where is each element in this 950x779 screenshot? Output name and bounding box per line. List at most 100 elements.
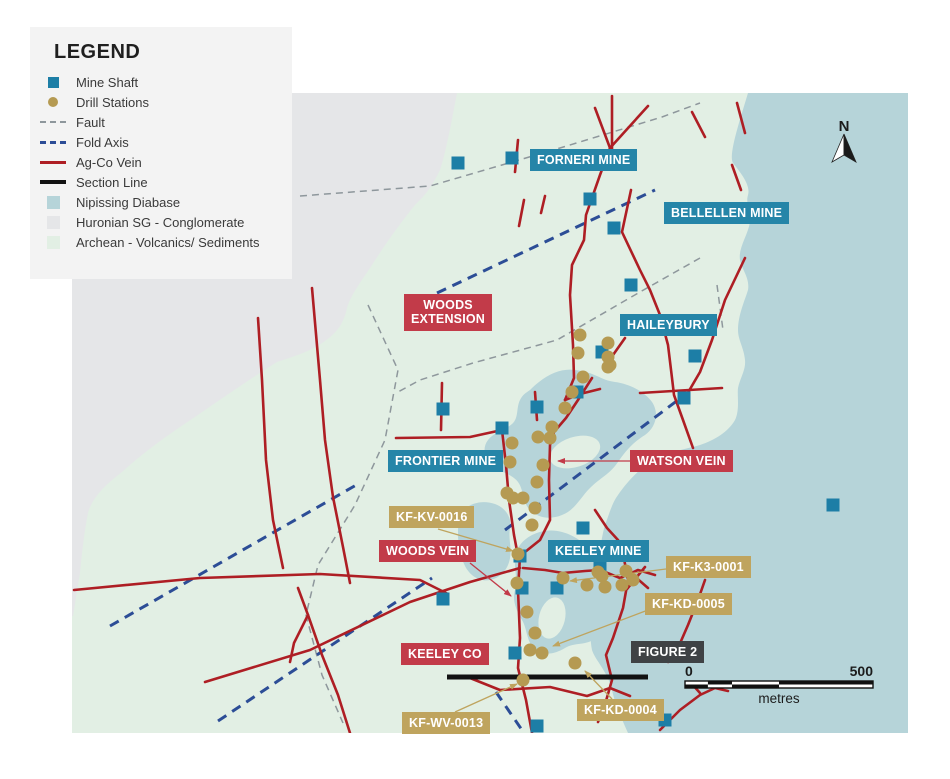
leader-arrow [454, 683, 518, 713]
map-label-watson-vein: WATSON VEIN [630, 450, 733, 473]
legend-swatch-patch-icon [46, 215, 60, 229]
drill-station-marker [523, 643, 537, 657]
drill-station-marker [615, 578, 629, 592]
scale-bar-cell [732, 681, 779, 685]
drill-station-marker [506, 491, 520, 505]
drill-station-marker [511, 547, 525, 561]
fold-axis-line [217, 576, 433, 723]
legend-item-label: Nipissing Diabase [76, 194, 181, 210]
drill-station-marker [576, 370, 590, 384]
legend-item-label: Archean - Volcanics/ Sediments [76, 234, 260, 250]
scale-bar-cell [685, 684, 708, 688]
scale-bar-cell [707, 684, 732, 688]
vein-line [563, 146, 612, 402]
fold-axis-line [436, 188, 656, 295]
drill-station-marker [598, 580, 612, 594]
map-label-text: KF-KD-0005 [652, 597, 725, 611]
mine-shaft-marker [495, 421, 509, 435]
map-label-woods-vein: WOODS VEIN [379, 540, 477, 563]
north-arrow: N [831, 118, 857, 163]
legend-swatch-circle-icon [48, 97, 58, 107]
mine-shaft-marker [451, 156, 465, 170]
drill-station-marker [516, 673, 530, 687]
leader-arrow [552, 609, 649, 647]
vein-line [539, 194, 547, 215]
map-label-kf-kd-0005: KF-KD-0005 [645, 593, 732, 616]
scale-bar-cell [707, 681, 732, 685]
mine-shaft-marker [607, 221, 621, 235]
drill-station-marker [619, 564, 633, 578]
vein-line [690, 110, 707, 139]
vein-line [638, 386, 724, 395]
map-label-text: KF-KD-0004 [584, 703, 657, 717]
mine-shaft-marker [624, 278, 638, 292]
vein-line [468, 676, 632, 698]
drill-station-marker [571, 346, 585, 360]
map-label-text: FORNERI MINE [537, 153, 631, 167]
map-label-text: KF-WV-0013 [409, 716, 484, 730]
scale-bar-outline [684, 680, 874, 689]
drill-station-marker [528, 501, 542, 515]
drill-station-marker [505, 436, 519, 450]
vein-line [296, 586, 352, 733]
drill-station-marker [580, 578, 594, 592]
map-label-forneri-mine: FORNERI MINE [530, 149, 638, 172]
drill-station-marker [503, 455, 517, 469]
map-label-text: KF-K3-0001 [673, 560, 744, 574]
legend-swatch-patch-icon [46, 195, 60, 209]
drill-station-marker [558, 401, 572, 415]
drill-station-marker [530, 475, 544, 489]
vein-line [517, 198, 526, 228]
map-label-text: HAILEYBURY [627, 318, 710, 332]
fault-lines [299, 102, 724, 724]
vein-line [735, 101, 747, 135]
fold-axis-line [494, 691, 526, 733]
legend-item-mine-shaft: Mine Shaft [30, 72, 292, 92]
drill-station-marker [528, 626, 542, 640]
fault-line [397, 257, 701, 393]
legend-swatch-dash-icon [40, 140, 66, 144]
fault-line [305, 304, 399, 724]
map-label-text: KF-KV-0016 [396, 510, 468, 524]
scale-bar: 0 500 metres [684, 663, 874, 706]
drill-station-marker [535, 646, 549, 660]
map-label-frontier-mine: FRONTIER MINE [388, 450, 504, 473]
drill-station-marker [543, 431, 557, 445]
vein-line [684, 256, 747, 398]
mine-shaft-marker [436, 402, 450, 416]
vein-line [72, 572, 450, 596]
scale-bar-cell [732, 684, 779, 688]
legend-swatch-square-icon [47, 76, 59, 88]
mine-shaft-marker [530, 400, 544, 414]
scale-start-label: 0 [685, 663, 693, 679]
scale-bar-cell [779, 681, 873, 685]
legend-item-label: Ag-Co Vein [76, 154, 142, 170]
map-label-text: KEELEY CO [408, 647, 482, 661]
mine-shaft-marker [688, 349, 702, 363]
drill-station-marker [568, 656, 582, 670]
mine-shaft-marker [530, 719, 544, 733]
vein-line [288, 613, 310, 664]
mine-shaft-marker [826, 498, 840, 512]
map-label-haileybury: HAILEYBURY [620, 314, 717, 337]
vein-line [203, 566, 522, 684]
drill-station-marker [516, 491, 530, 505]
legend-item-fault: Fault [30, 112, 292, 132]
map-label-kf-kv-0016: KF-KV-0016 [389, 506, 475, 529]
scale-unit-label: metres [758, 691, 800, 706]
drill-station-marker [591, 565, 605, 579]
fault-line [299, 102, 701, 197]
map-label-text: BELLELLEN MINE [671, 206, 783, 220]
mine-shaft-marker [505, 151, 519, 165]
drill-station-marker [531, 430, 545, 444]
legend-item-section-line: Section Line [30, 172, 292, 192]
leader-arrow [584, 670, 613, 700]
map-label-keeley-mine: KEELEY MINE [548, 540, 649, 563]
vein-line [394, 428, 504, 440]
legend-title: LEGEND [54, 41, 141, 63]
drill-station-marker [520, 605, 534, 619]
scale-end-label: 500 [850, 663, 874, 679]
drill-station-marker [510, 576, 524, 590]
